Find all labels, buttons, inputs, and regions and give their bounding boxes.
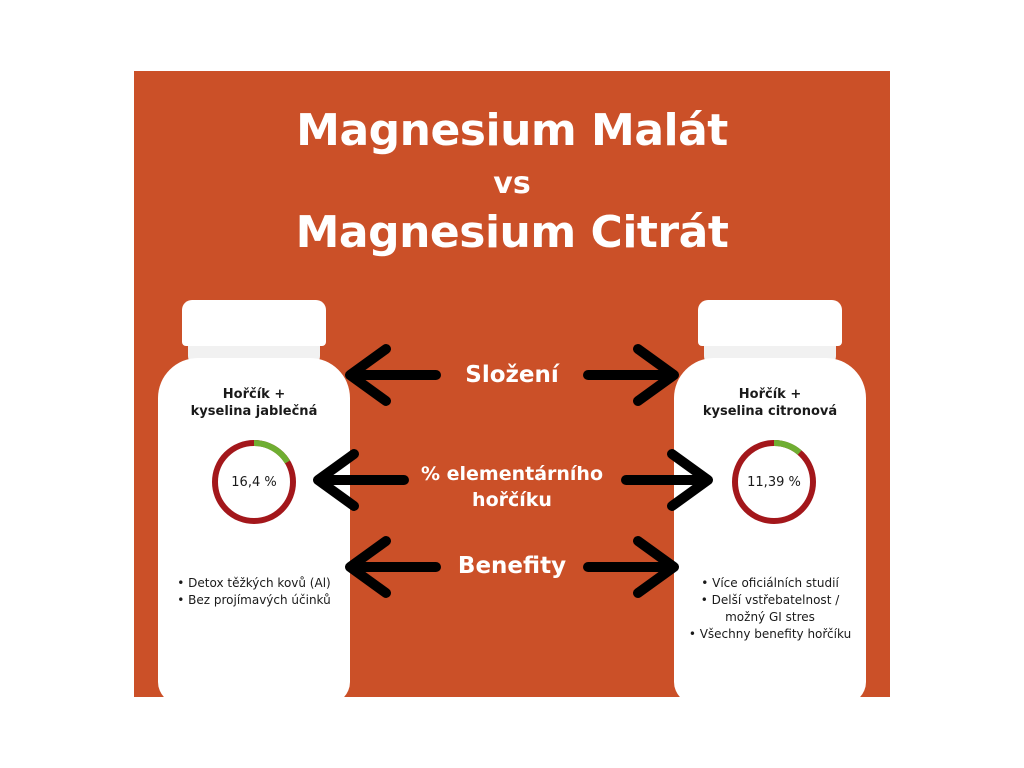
elemental-percent-text: 11,39 % (747, 474, 801, 490)
benefit-item: • Více oficiálních studií (701, 576, 839, 590)
benefit-item: • Všechny benefity hořčíku (688, 627, 852, 641)
bottle-label: Hořčík + kyselina citronová (674, 386, 866, 420)
elemental-ring-malate: 16,4 % (209, 437, 299, 527)
arrow-left-icon (345, 344, 441, 406)
bottle-label-line-2: kyselina jablečná (190, 404, 318, 419)
bottle-label: Hořčík + kyselina jablečná (158, 386, 350, 420)
benefits-list-citrate: • Více oficiálních studií • Delší vstřeba… (674, 575, 866, 643)
infographic-panel: Magnesium Malát vs Magnesium Citrát Hořč… (134, 71, 890, 697)
ring-progress (212, 440, 296, 524)
bottle-label-line-2: kyselina citronová (702, 404, 838, 419)
benefit-item: • Detox těžkých kovů (Al) (177, 576, 331, 590)
arrow-right-icon (583, 344, 679, 406)
comparison-arrows (313, 344, 713, 598)
label-composition: Složení (465, 362, 559, 388)
donut-chart-icon (732, 440, 816, 524)
bottle-label-line-1: Hořčík + (738, 387, 802, 402)
elemental-ring-citrate: 11,39 % (729, 437, 819, 527)
ring-progress (732, 440, 816, 524)
bottle-cap (182, 300, 326, 346)
benefit-item: • Bez projímavých účinků (177, 593, 331, 607)
benefit-item: • Delší vstřebatelnost / (700, 593, 840, 607)
label-elemental-magnesium: % elementárního hořčíku (402, 461, 622, 513)
donut-chart-icon (212, 440, 296, 524)
benefits-list-malate: • Detox těžkých kovů (Al) • Bez projímavý… (158, 575, 350, 609)
bottle-label-line-1: Hořčík + (222, 387, 286, 402)
label-elemental-line-1: % elementárního (420, 463, 604, 485)
benefit-item: možný GI stres (725, 610, 815, 624)
bottle-citrate: Hořčík + kyselina citronová 11,39 % • Ví… (674, 300, 866, 697)
arrow-left-icon (345, 536, 441, 598)
label-elemental-line-2: hořčíku (472, 489, 552, 511)
bottle-body (158, 358, 350, 697)
arrow-left-icon (313, 449, 409, 511)
arrow-right-icon (583, 536, 679, 598)
elemental-percent-text: 16,4 % (231, 474, 277, 490)
bottle-cap (698, 300, 842, 346)
bottle-malate: Hořčík + kyselina jablečná 16,4 % • Deto… (158, 300, 350, 697)
title-line-2: Magnesium Citrát (295, 207, 729, 258)
label-benefits: Benefity (457, 553, 567, 579)
title-vs: vs (493, 166, 531, 201)
arrow-right-icon (621, 449, 713, 511)
title-line-1: Magnesium Malát (296, 105, 728, 156)
bottle-body (674, 358, 866, 697)
